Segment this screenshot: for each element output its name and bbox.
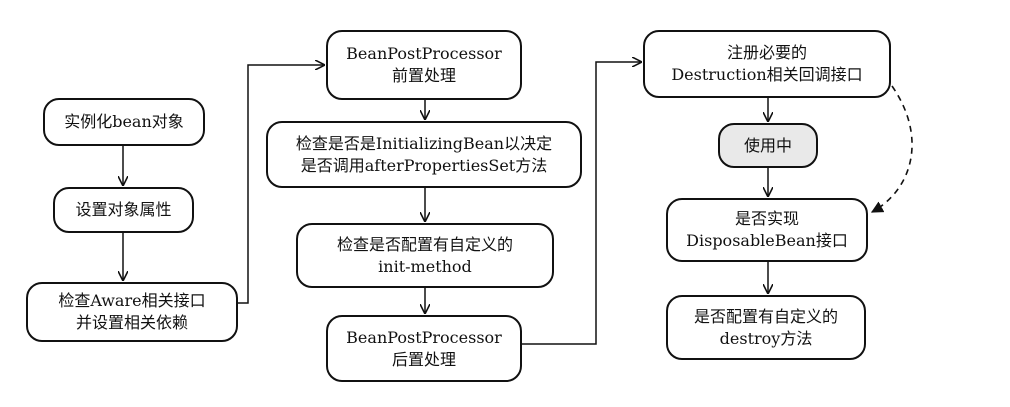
arrow-check-aware-to-pre-process (238, 65, 324, 304)
node-check-aware-label: 检查Aware相关接口并设置相关依赖 (58, 291, 206, 332)
node-instantiate: 实例化bean对象 (43, 98, 205, 146)
node-set-properties-label: 设置对象属性 (75, 200, 172, 219)
dashed-arrow-register-destruction-to-check-disposable (870, 85, 913, 213)
node-instantiate-label: 实例化bean对象 (64, 112, 184, 131)
node-check-initializing-bean-label: 检查是否是InitializingBean以决定是否调用afterPropert… (295, 133, 553, 175)
node-in-use-label: 使用中 (743, 135, 792, 155)
arrow-post-process-to-register-destruction (522, 62, 641, 345)
node-in-use: 使用中 (718, 123, 818, 168)
node-check-initializing-bean: 检查是否是InitializingBean以决定是否调用afterPropert… (266, 121, 582, 188)
node-check-aware: 检查Aware相关接口并设置相关依赖 (26, 282, 238, 342)
node-set-properties: 设置对象属性 (53, 187, 194, 233)
